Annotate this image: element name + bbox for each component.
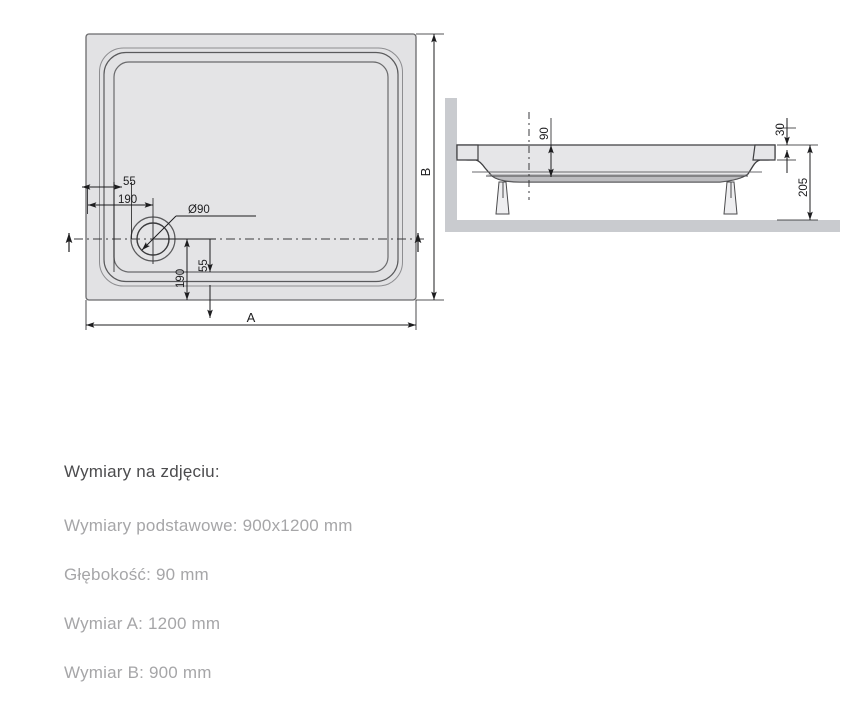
top-view-group: Ø90 55 190 190 55 [65, 33, 444, 330]
shower-tray-technical-drawing: Ø90 55 190 190 55 [65, 33, 840, 330]
dim-190-horizontal-label: 190 [118, 194, 137, 206]
tray-basin-floor [113, 61, 389, 273]
dim-A-label: A [247, 310, 256, 325]
dim-B-label: B [418, 168, 433, 177]
dim-30-label: 30 [775, 123, 787, 136]
dim-55-horizontal-label: 55 [123, 176, 136, 188]
caption-line-base-dimensions: Wymiary podstawowe: 900x1200 mm [64, 516, 353, 535]
caption-line-depth: Głębokość: 90 mm [64, 565, 209, 584]
dim-90-section-label: 90 [539, 127, 551, 140]
dim-190-vertical-label: 190 [175, 269, 187, 288]
dim-55-vertical-label: 55 [198, 259, 210, 272]
section-wall [445, 98, 457, 232]
caption-heading: Wymiary na zdjęciu: [64, 462, 220, 481]
tray-section-underside-hatch [486, 174, 748, 182]
caption-line-dimension-b: Wymiar B: 900 mm [64, 663, 212, 682]
tray-section-rim-left [456, 144, 479, 161]
tray-rim-line-2 [103, 51, 399, 283]
caption-line-dimension-a: Wymiar A: 1200 mm [64, 614, 221, 633]
tray-rim-line-1 [99, 47, 403, 287]
drain-diameter-label: Ø90 [188, 204, 210, 216]
dimensions-caption-block: Wymiary na zdjęciu: Wymiary podstawowe: … [64, 462, 664, 683]
drain-diameter-leader-diagonal [141, 215, 177, 251]
cross-section-view-group: 90 30 205 [445, 98, 840, 232]
dim-205-label: 205 [798, 178, 810, 197]
tray-section-rim-right [752, 144, 776, 161]
section-floor [445, 220, 840, 232]
